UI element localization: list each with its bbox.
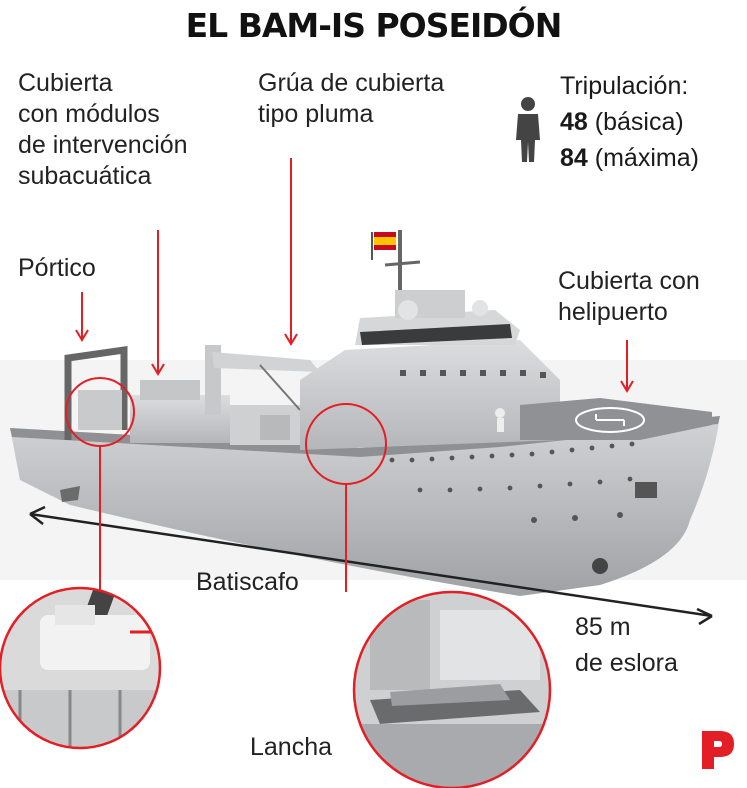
publisher-logo-icon (700, 729, 736, 776)
modules-label: Cubierta con módulos de intervención sub… (18, 68, 188, 192)
module-deck (130, 380, 300, 445)
modules-label-line: subacuática (18, 162, 152, 190)
modules-label-line: de intervención (18, 131, 188, 159)
ship-hull (10, 416, 720, 596)
crane-label-line: tipo pluma (258, 100, 374, 128)
helipad-label-line: Cubierta con (558, 267, 700, 295)
callout-arrows (65, 158, 634, 592)
batiscafo-detail (0, 586, 162, 750)
portico-label: Pórtico (18, 254, 96, 282)
batiscafo-label: Batiscafo (196, 568, 299, 596)
page-title: EL BAM-IS POSEIDÓN (185, 6, 563, 45)
length-label-line: de eslora (575, 649, 678, 677)
lancha-detail (352, 590, 552, 788)
crew-max: 84 (máxima) (560, 140, 699, 176)
modules-label-line: con módulos (18, 100, 160, 128)
crew-basic: 48 (básica) (560, 104, 699, 140)
crew-basic-label: (básica) (594, 108, 684, 136)
crew-heading: Tripulación: (560, 72, 689, 100)
crane-label: Grúa de cubierta tipo pluma (258, 68, 444, 130)
crew-max-label: (máxima) (594, 144, 699, 172)
crew-max-value: 84 (560, 144, 588, 172)
crane-label-line: Grúa de cubierta (258, 69, 445, 97)
crew-basic-value: 48 (560, 108, 588, 136)
superstructure (300, 230, 560, 450)
helipad-label: Cubierta con helipuerto (558, 266, 700, 328)
spain-flag-icon (371, 232, 396, 260)
modules-label-line: Cubierta (18, 69, 113, 97)
person-icon (516, 97, 540, 162)
helipad-label-line: helipuerto (558, 298, 668, 326)
length-label: 85 m de eslora (575, 609, 678, 681)
length-arrow (29, 505, 713, 626)
deck-crane (205, 345, 320, 415)
lancha-label: Lancha (250, 733, 333, 761)
length-label-line: 85 m (575, 613, 631, 641)
crew-info: Tripulación: 48 (básica) 84 (máxima) (560, 68, 699, 176)
helipad (495, 398, 712, 440)
